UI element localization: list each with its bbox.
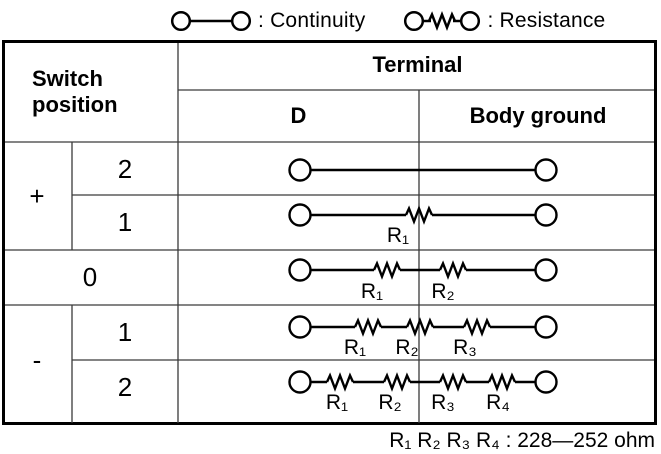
header-switch-position: Switch position: [32, 66, 118, 117]
resistor-label-r2: R₂: [431, 280, 455, 303]
resistor-label-r2: R₂: [395, 336, 419, 359]
continuity-symbol-icon: [170, 10, 252, 32]
header-terminal: Terminal: [372, 52, 463, 77]
resistor-label-r2: R₂: [378, 391, 402, 414]
switch-group-minus: -: [32, 345, 42, 375]
legend-resistance-label: : Resistance: [487, 9, 606, 32]
circuit-row-plus-2: [288, 158, 558, 182]
resistance-symbol-icon: [404, 10, 481, 32]
legend-item-resistance: : Resistance: [403, 7, 605, 35]
resistor-label-r4: R₄: [486, 391, 510, 414]
resistor-label-r3: R₃: [431, 391, 455, 414]
resistance-range-footnote: R₁ R₂ R₃ R₄ : 228—252 ohm: [389, 429, 655, 452]
resistor-label-r3: R₃: [453, 336, 477, 359]
circuit-row-minus-1: [288, 315, 558, 339]
header-terminal-body-ground: Body ground: [469, 103, 607, 128]
resistor-label-r1: R₁: [386, 224, 410, 247]
circuit-row-zero: [288, 258, 558, 282]
resistor-label-r1: R₁: [325, 391, 349, 414]
resistor-label-r1: R₁: [343, 336, 367, 359]
table-grid-lines: [5, 43, 654, 423]
legend-continuity-label: : Continuity: [258, 9, 366, 32]
switch-position-minus-2: 2: [117, 372, 133, 402]
legend: : Continuity : Resistance: [170, 5, 605, 37]
switch-position-plus-1: 1: [117, 207, 133, 237]
circuit-row-minus-2: [288, 370, 558, 394]
switch-position-zero: 0: [82, 262, 98, 292]
table-outer-border: [2, 40, 657, 425]
switch-position-plus-2: 2: [117, 154, 133, 184]
switch-group-plus: +: [29, 181, 45, 211]
header-terminal-d: D: [290, 103, 307, 128]
legend-item-continuity: : Continuity: [170, 7, 365, 35]
resistor-label-r1: R₁: [360, 280, 384, 303]
switch-position-minus-1: 1: [117, 317, 133, 347]
circuit-row-plus-1: [288, 203, 558, 227]
